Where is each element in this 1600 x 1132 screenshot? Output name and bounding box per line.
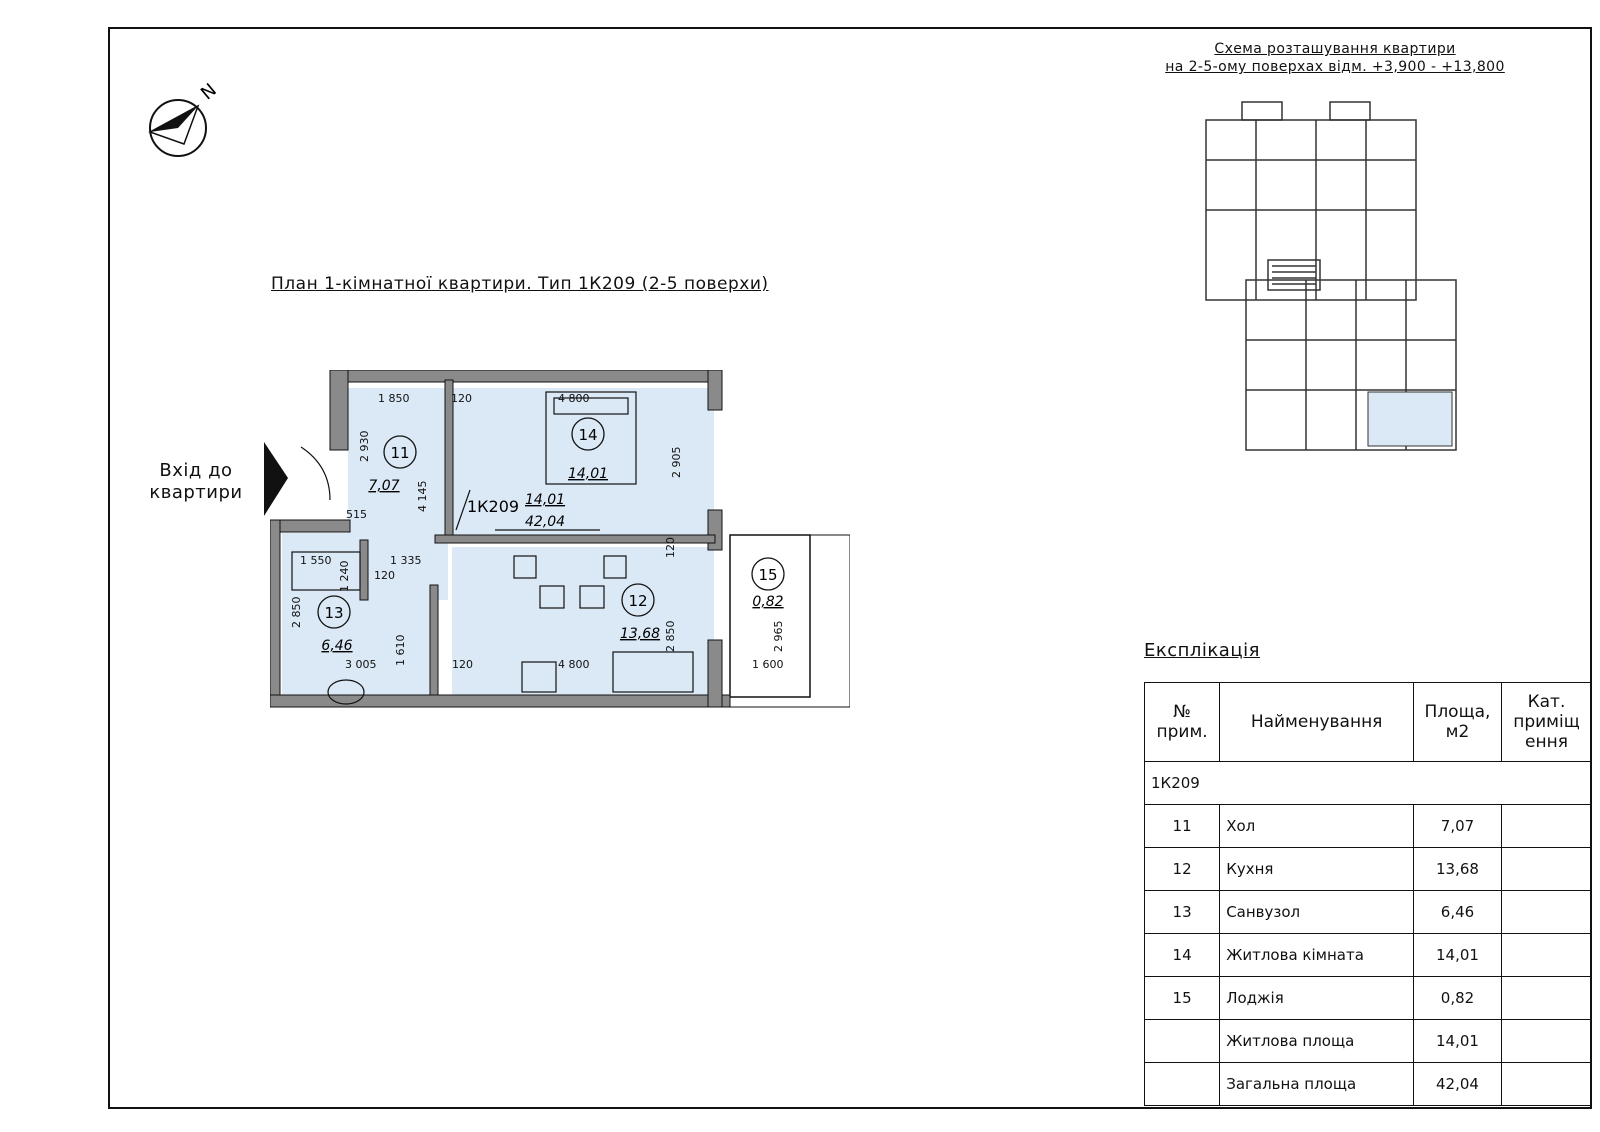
room-13-number: 13 [324, 604, 343, 622]
row-name: Кухня [1219, 847, 1415, 891]
row-area: 14,01 [1413, 933, 1502, 977]
scheme-title-line1: Схема розташування квартири [1214, 41, 1456, 57]
dim-4800a: 4 800 [558, 392, 590, 405]
scheme-title: Схема розташування квартири на 2-5-ому п… [1140, 40, 1530, 76]
room-11-area: 7,07 [368, 478, 399, 494]
row-name: Санвузол [1219, 890, 1415, 934]
dim-1600: 1 600 [752, 658, 784, 671]
room-11-number: 11 [390, 444, 409, 462]
table-group-row: 1К209 [1144, 761, 1592, 805]
row-category [1500, 847, 1593, 891]
total-row: Житлова площа 14,01 [1143, 1019, 1593, 1063]
room-13-fill [282, 533, 432, 697]
row-num: 11 [1143, 804, 1221, 848]
dim-120b: 120 [374, 569, 395, 582]
dim-120a: 120 [451, 392, 472, 405]
row-num: 12 [1143, 847, 1221, 891]
room-14-area: 14,01 [568, 466, 608, 482]
dim-2965: 2 965 [772, 621, 785, 653]
row-num: 14 [1143, 933, 1221, 977]
dim-1240: 1 240 [338, 561, 351, 593]
room-13-circle [317, 595, 351, 629]
total-name: Загальна площа [1219, 1062, 1415, 1106]
entry-label-line2: квартири [149, 482, 243, 503]
floor-key-plan [1205, 101, 1457, 451]
table-row: 13 Санвузол 6,46 [1143, 890, 1593, 934]
room-15-circle [751, 557, 785, 591]
table-row: 12 Кухня 13,68 [1143, 847, 1593, 891]
room-11-circle [383, 435, 417, 469]
table-row: 11 Хол 7,07 [1143, 804, 1593, 848]
room-14-number: 14 [578, 426, 597, 444]
dim-3005: 3 005 [345, 658, 377, 671]
room-15-area: 0,82 [752, 594, 783, 610]
walls [270, 370, 731, 708]
dim-2930: 2 930 [358, 431, 371, 463]
row-category [1500, 804, 1593, 848]
room-12-area: 13,68 [620, 626, 660, 642]
table-row: 14 Житлова кімната 14,01 [1143, 933, 1593, 977]
explication-table: № прим. Найменування Площа, м2 Кат. прим… [1143, 682, 1593, 1106]
dim-1850: 1 850 [378, 392, 410, 405]
dim-515: 515 [346, 508, 367, 521]
entry-arrow-icon [264, 442, 288, 516]
room-15-number: 15 [758, 566, 777, 584]
header-name: Найменування [1219, 682, 1415, 762]
total-area: 42,04 [1413, 1062, 1502, 1106]
header-num: № прим. [1143, 682, 1221, 762]
dim-4800b: 4 800 [558, 658, 590, 671]
dim-2905: 2 905 [670, 447, 683, 479]
entry-label: Вхід до квартири [146, 460, 246, 504]
group-label: 1К209 [1144, 761, 1592, 805]
dim-120c: 120 [664, 537, 677, 558]
row-area: 0,82 [1413, 976, 1502, 1020]
room-13-area: 6,46 [321, 638, 352, 654]
drawing-sheet-frame [108, 27, 1592, 1109]
total-row: Загальна площа 42,04 [1143, 1062, 1593, 1106]
furniture [291, 391, 694, 705]
row-name: Житлова кімната [1219, 933, 1415, 977]
row-name: Лоджія [1219, 976, 1415, 1020]
row-name: Хол [1219, 804, 1415, 848]
table-row: 15 Лоджія 0,82 [1143, 976, 1593, 1020]
scheme-title-line2: на 2-5-ому поверхах відм. +3,900 - +13,8… [1165, 59, 1505, 75]
dim-2850b: 2 850 [664, 621, 677, 653]
compass-label: N [197, 80, 221, 105]
row-category [1500, 933, 1593, 977]
dim-1550: 1 550 [300, 554, 332, 567]
apartment-code: 1К209 [467, 497, 519, 516]
room-14-circle [571, 417, 605, 451]
room-12-circle [621, 583, 655, 617]
dim-1335: 1 335 [390, 554, 422, 567]
header-category: Кат. приміщ ення [1500, 682, 1593, 762]
apartment-floor-plan: 11 14 12 13 15 7,07 14,01 13,68 6,46 0,8… [270, 370, 850, 708]
entry-label-line1: Вхід до [159, 460, 233, 481]
row-category [1500, 890, 1593, 934]
table-header-row: № прим. Найменування Площа, м2 Кат. прим… [1143, 682, 1593, 762]
explication-heading: Експлікація [1144, 640, 1260, 661]
row-area: 6,46 [1413, 890, 1502, 934]
row-num: 15 [1143, 976, 1221, 1020]
row-num: 13 [1143, 890, 1221, 934]
dim-120d: 120 [452, 658, 473, 671]
total-area: 14,01 [1413, 1019, 1502, 1063]
highlighted-apartment [1367, 391, 1453, 447]
plan-living-area: 14,01 [525, 492, 565, 508]
header-area: Площа, м2 [1413, 682, 1502, 762]
room-12-number: 12 [628, 592, 647, 610]
dim-1610: 1 610 [394, 635, 407, 667]
plan-title: План 1-кімнатної квартири. Тип 1К209 (2-… [271, 274, 769, 294]
north-arrow-icon: N [148, 80, 221, 157]
room-12-fill [452, 547, 714, 697]
total-name: Житлова площа [1219, 1019, 1415, 1063]
row-area: 13,68 [1413, 847, 1502, 891]
dim-2850a: 2 850 [290, 597, 303, 629]
dim-4145: 4 145 [416, 481, 429, 513]
room-15-loggia [729, 534, 811, 698]
plan-total-area: 42,04 [525, 514, 565, 530]
row-category [1500, 976, 1593, 1020]
row-area: 7,07 [1413, 804, 1502, 848]
